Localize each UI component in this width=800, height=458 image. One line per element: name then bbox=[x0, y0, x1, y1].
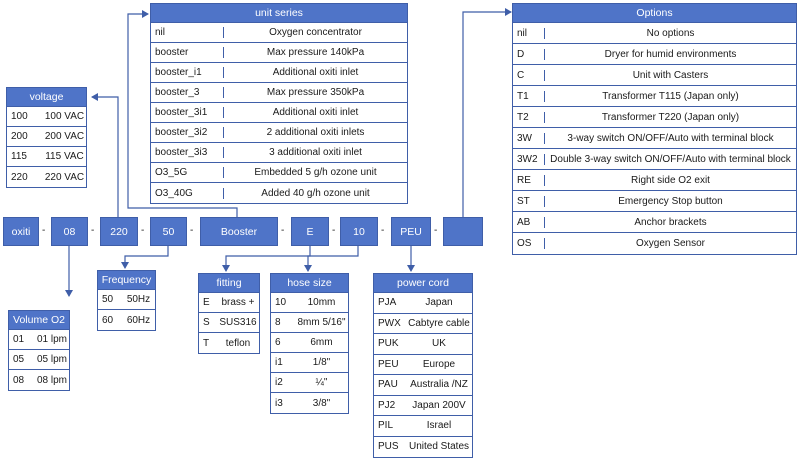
code-segment-unit-series: Booster bbox=[200, 217, 278, 246]
code-separator: - bbox=[141, 225, 145, 236]
volume-o2-table-title: Volume O2 bbox=[9, 311, 69, 330]
code-separator: - bbox=[332, 225, 336, 236]
connector-hose-size bbox=[304, 246, 359, 272]
connector-unit-series bbox=[127, 10, 238, 217]
code-separator: - bbox=[281, 225, 285, 236]
connector-voltage bbox=[91, 93, 119, 217]
code-segment-model: oxiti bbox=[3, 217, 39, 246]
power-cord-table-title: power cord bbox=[374, 274, 472, 293]
code-segment-volume: 08 bbox=[51, 217, 88, 246]
code-segment-hose-size: 10 bbox=[340, 217, 378, 246]
options-table-title: Options bbox=[513, 4, 796, 23]
connector-fitting bbox=[222, 246, 311, 272]
code-segment-frequency: 50 bbox=[150, 217, 187, 246]
connector-options bbox=[462, 8, 512, 217]
code-separator: - bbox=[434, 225, 438, 236]
code-separator: - bbox=[42, 225, 46, 236]
code-separator: - bbox=[190, 225, 194, 236]
hose-size-table-title: hose size bbox=[271, 274, 348, 293]
voltage-table-title: voltage bbox=[7, 88, 86, 107]
code-segment-options bbox=[443, 217, 483, 246]
frequency-table-title: Frequency bbox=[98, 271, 155, 290]
unit-series-table-title: unit series bbox=[151, 4, 407, 23]
code-segment-voltage: 220 bbox=[100, 217, 138, 246]
code-separator: - bbox=[91, 225, 95, 236]
code-segment-power-cord: PEU bbox=[391, 217, 431, 246]
code-separator: - bbox=[381, 225, 385, 236]
fitting-table-title: fitting bbox=[199, 274, 259, 293]
connector-frequency bbox=[121, 246, 169, 269]
code-segment-fitting: E bbox=[291, 217, 329, 246]
